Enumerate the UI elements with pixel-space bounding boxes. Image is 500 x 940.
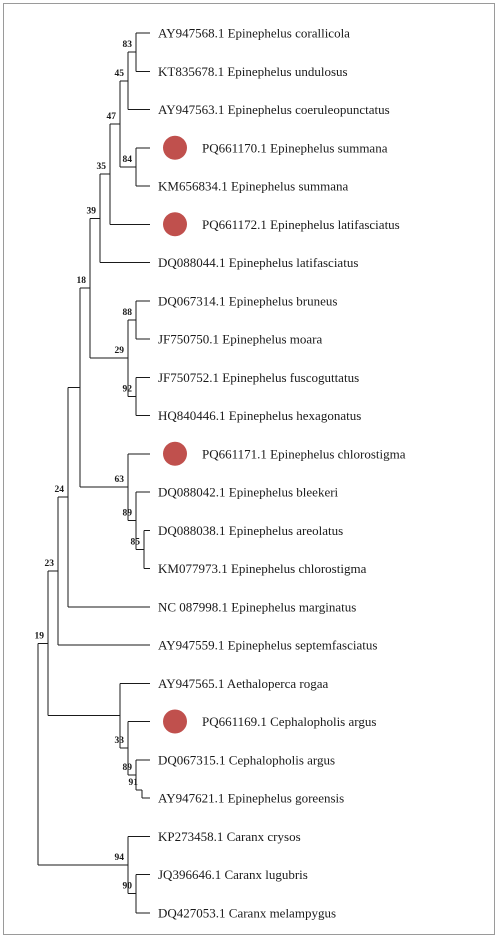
bootstrap-value: 89	[123, 509, 133, 519]
bootstrap-value: 88	[123, 308, 133, 318]
bootstrap-value: 84	[123, 155, 133, 165]
taxon-label: NC 087998.1 Epinephelus marginatus	[158, 599, 356, 614]
bootstrap-value: 83	[123, 40, 133, 50]
bootstrap-values: 83 45 84 47 35 39 88 92 29 18 85 89 63 24 23 91 89 33 19 90…	[35, 40, 141, 892]
taxon-label: DQ088044.1 Epinephelus latifasciatus	[158, 255, 358, 270]
taxon-label: DQ088042.1 Epinephelus bleekeri	[158, 485, 339, 500]
highlight-markers	[163, 135, 187, 734]
bootstrap-value: 23	[45, 559, 55, 569]
taxon-label: AY947621.1 Epinephelus goreensis	[158, 791, 344, 806]
taxon-label: HQ840446.1 Epinephelus hexagonatus	[158, 408, 361, 423]
taxon-label: KP273458.1 Caranx crysos	[158, 829, 301, 844]
figure-frame	[3, 3, 495, 935]
sample-marker-dot	[163, 212, 187, 237]
bootstrap-value: 39	[87, 206, 97, 216]
bootstrap-value: 90	[123, 882, 133, 892]
taxon-label: KM656834.1 Epinephelus summana	[158, 179, 349, 194]
taxon-label: PQ661170.1 Epinephelus summana	[202, 140, 388, 155]
bootstrap-value: 33	[115, 736, 125, 746]
tree-branches	[37, 32, 150, 914]
bootstrap-value: 29	[115, 346, 125, 356]
bootstrap-value: 45	[115, 69, 125, 79]
sample-marker-dot	[163, 709, 187, 734]
bootstrap-value: 63	[115, 475, 125, 485]
taxon-label: KT835678.1 Epinephelus undulosus	[158, 64, 348, 79]
taxon-label: DQ067315.1 Cephalopholis argus	[158, 752, 335, 767]
taxon-labels: AY947568.1 Epinephelus corallicolaKT8356…	[158, 26, 406, 921]
bootstrap-value: 47	[107, 112, 117, 122]
taxon-label: AY947568.1 Epinephelus corallicola	[158, 26, 350, 41]
taxon-label: DQ067314.1 Epinephelus bruneus	[158, 293, 337, 308]
bootstrap-value: 24	[55, 485, 65, 495]
taxon-label: PQ661172.1 Epinephelus latifasciatus	[202, 217, 400, 232]
bootstrap-value: 85	[131, 537, 141, 547]
bootstrap-value: 35	[97, 162, 107, 172]
bootstrap-value: 94	[115, 853, 125, 863]
bootstrap-value: 91	[129, 778, 139, 788]
taxon-label: AY947559.1 Epinephelus septemfasciatus	[158, 638, 377, 653]
taxon-label: JQ396646.1 Caranx lugubris	[158, 867, 308, 882]
taxon-label: DQ427053.1 Caranx melampygus	[158, 905, 336, 920]
taxon-label: AY947565.1 Aethaloperca rogaa	[158, 676, 329, 691]
sample-marker-dot	[163, 441, 187, 466]
bootstrap-value: 18	[77, 276, 87, 286]
taxon-label: PQ661169.1 Cephalopholis argus	[202, 714, 376, 729]
taxon-label: AY947563.1 Epinephelus coeruleopunctatus	[158, 102, 390, 117]
taxon-label: PQ661171.1 Epinephelus chlorostigma	[202, 446, 406, 461]
sample-marker-dot	[163, 135, 187, 160]
taxon-label: KM077973.1 Epinephelus chlorostigma	[158, 561, 367, 576]
taxon-label: JF750752.1 Epinephelus fuscoguttatus	[158, 370, 359, 385]
bootstrap-value: 92	[123, 384, 133, 394]
bootstrap-value: 19	[35, 631, 45, 641]
taxon-label: JF750750.1 Epinephelus moara	[158, 332, 323, 347]
bootstrap-value: 89	[123, 763, 133, 773]
taxon-label: DQ088038.1 Epinephelus areolatus	[158, 523, 343, 538]
